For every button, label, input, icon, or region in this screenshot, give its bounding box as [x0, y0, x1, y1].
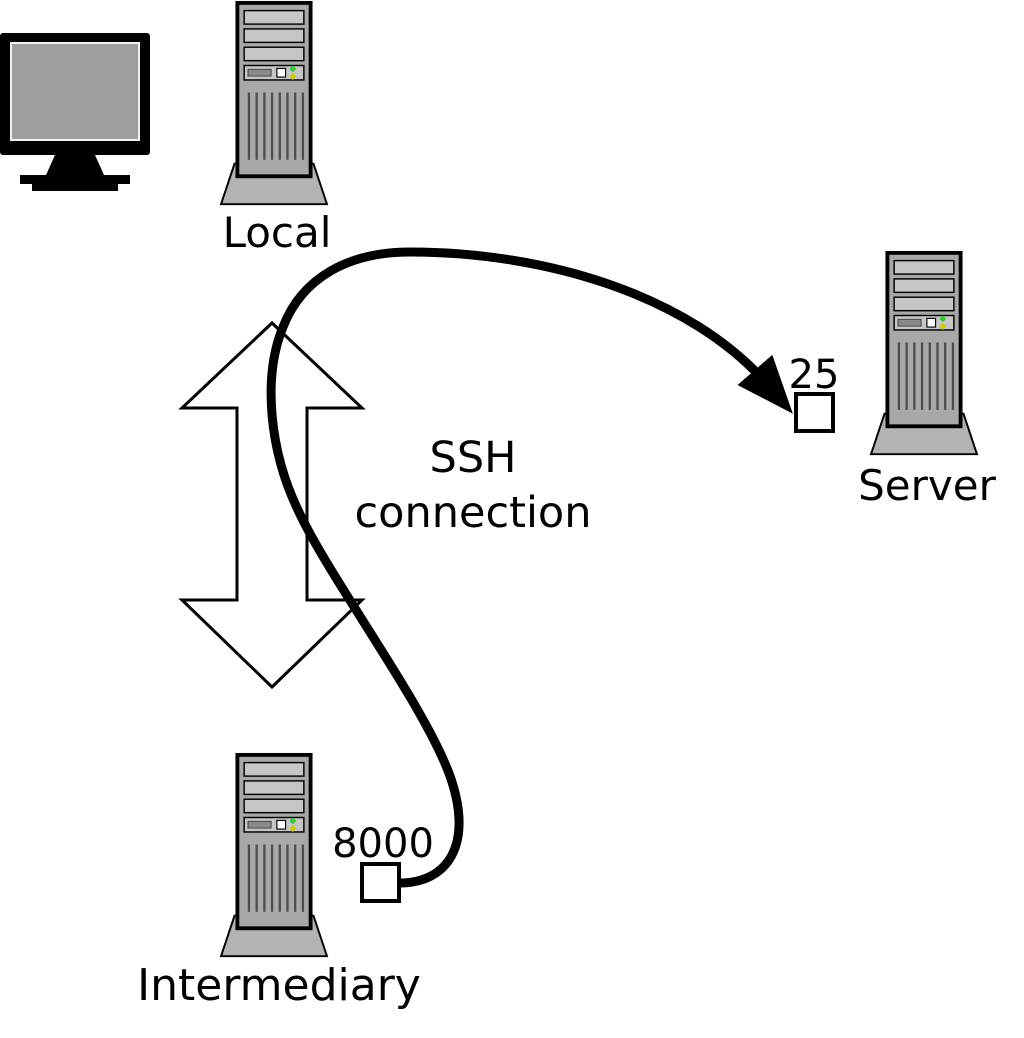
- intermediary-computer-icon: [221, 755, 327, 956]
- port-25-box: [794, 392, 835, 433]
- monitor-foot: [32, 184, 118, 191]
- intermediary-label: Intermediary: [137, 960, 421, 1011]
- monitor-screen: [10, 42, 140, 141]
- monitor-icon: [0, 33, 150, 191]
- port-25-label: 25: [789, 352, 840, 398]
- server-label: Server: [858, 461, 996, 510]
- monitor-neck: [46, 155, 104, 175]
- port-8000-box: [360, 862, 401, 903]
- ssh-connection-label-line1: SSH: [430, 433, 517, 483]
- local-label: Local: [223, 208, 332, 257]
- server-computer-icon: [871, 253, 977, 454]
- local-computer-icon: [221, 3, 327, 204]
- ssh-connection-arrow: [178, 320, 366, 690]
- ssh-connection-label-line2: connection: [355, 488, 592, 538]
- port-8000-label: 8000: [332, 821, 434, 867]
- monitor-base: [20, 175, 130, 184]
- tunnel-path: [266, 247, 793, 888]
